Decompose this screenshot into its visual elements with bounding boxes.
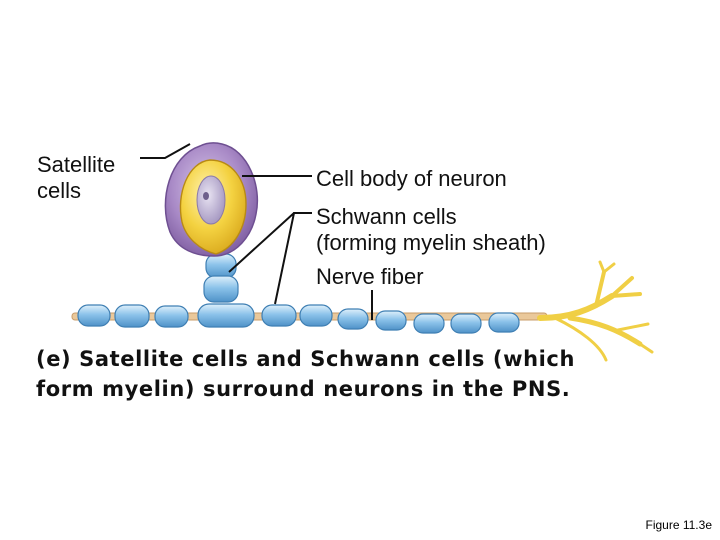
leader-satellite [140, 144, 190, 158]
label-satellite-line1: Satellite [37, 152, 115, 178]
schwann-cell [451, 314, 481, 333]
schwann-cell [414, 314, 444, 333]
nucleolus [203, 192, 209, 200]
initial-segment [204, 254, 238, 302]
figure-reference: Figure 11.3e [646, 518, 713, 532]
label-nerve-fiber: Nerve fiber [316, 264, 424, 290]
schwann-cell [300, 305, 332, 326]
label-schwann-cells: Schwann cells (forming myelin sheath) [316, 204, 546, 256]
label-cell-body: Cell body of neuron [316, 166, 507, 192]
label-schwann-line1: Schwann cells [316, 204, 546, 230]
schwann-cell [115, 305, 149, 327]
schwann-cell [155, 306, 188, 327]
schwann-cell [262, 305, 296, 326]
caption-line2: form myelin) surround neurons in the PNS… [36, 374, 696, 404]
figure-caption: (e) Satellite cells and Schwann cells (w… [36, 344, 696, 404]
schwann-cell [198, 304, 254, 327]
label-satellite-line2: cells [37, 178, 115, 204]
nucleus [197, 176, 225, 224]
schwann-cell [376, 311, 406, 330]
schwann-cell [338, 309, 368, 329]
label-schwann-line2: (forming myelin sheath) [316, 230, 546, 256]
schwann-cell [78, 305, 110, 326]
schwann-cell [489, 313, 519, 332]
caption-line1: (e) Satellite cells and Schwann cells (w… [36, 344, 696, 374]
label-satellite-cells: Satellite cells [37, 152, 115, 204]
